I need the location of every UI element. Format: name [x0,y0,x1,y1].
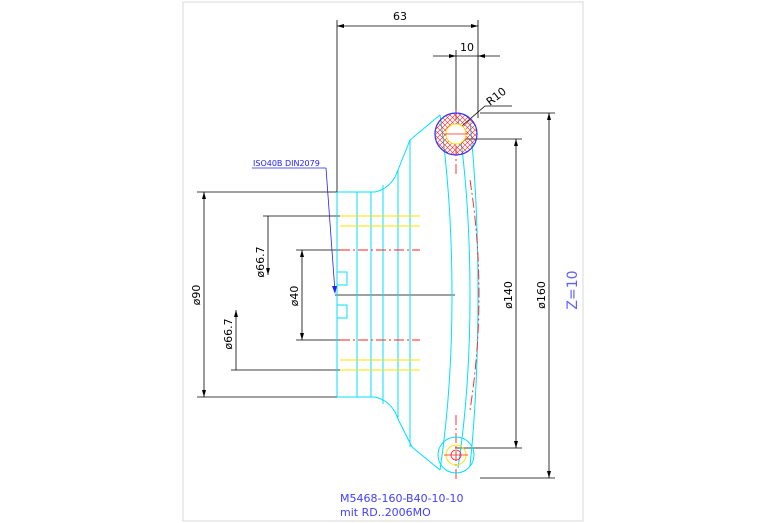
dim-63: 63 [393,10,407,23]
sheet-frame [182,1,584,522]
arrowheads [202,24,551,478]
spline-note-arrow [332,286,337,294]
spline-note-leader [252,167,336,293]
hidden-lines [340,215,420,371]
title-line-2: mit RD..2006MO [340,506,431,519]
dim-phi-40: ø40 [288,286,301,307]
title-line-1: M5468-160-B40-10-10 [340,492,464,505]
dim-10: 10 [460,41,474,54]
dim-phi-90: ø90 [190,285,203,306]
dim-phi-66-7-bottom: ø66.7 [222,318,235,349]
roller-section-top [434,112,478,156]
part-outline [336,114,479,471]
dim-phi-140: ø140 [502,281,515,309]
dimension-labels: 63 10 R10 ø66.7 ø40 ø90 ø66.7 ø140 ø160 [190,10,548,350]
teeth-count: Z=10 [565,270,581,309]
dim-phi-66-7-top: ø66.7 [254,246,267,277]
roller-bottom [437,436,475,474]
spline-note: ISO40B DIN2079 [253,159,320,168]
dim-phi-160: ø160 [535,281,548,309]
dim-r10: R10 [484,85,509,109]
